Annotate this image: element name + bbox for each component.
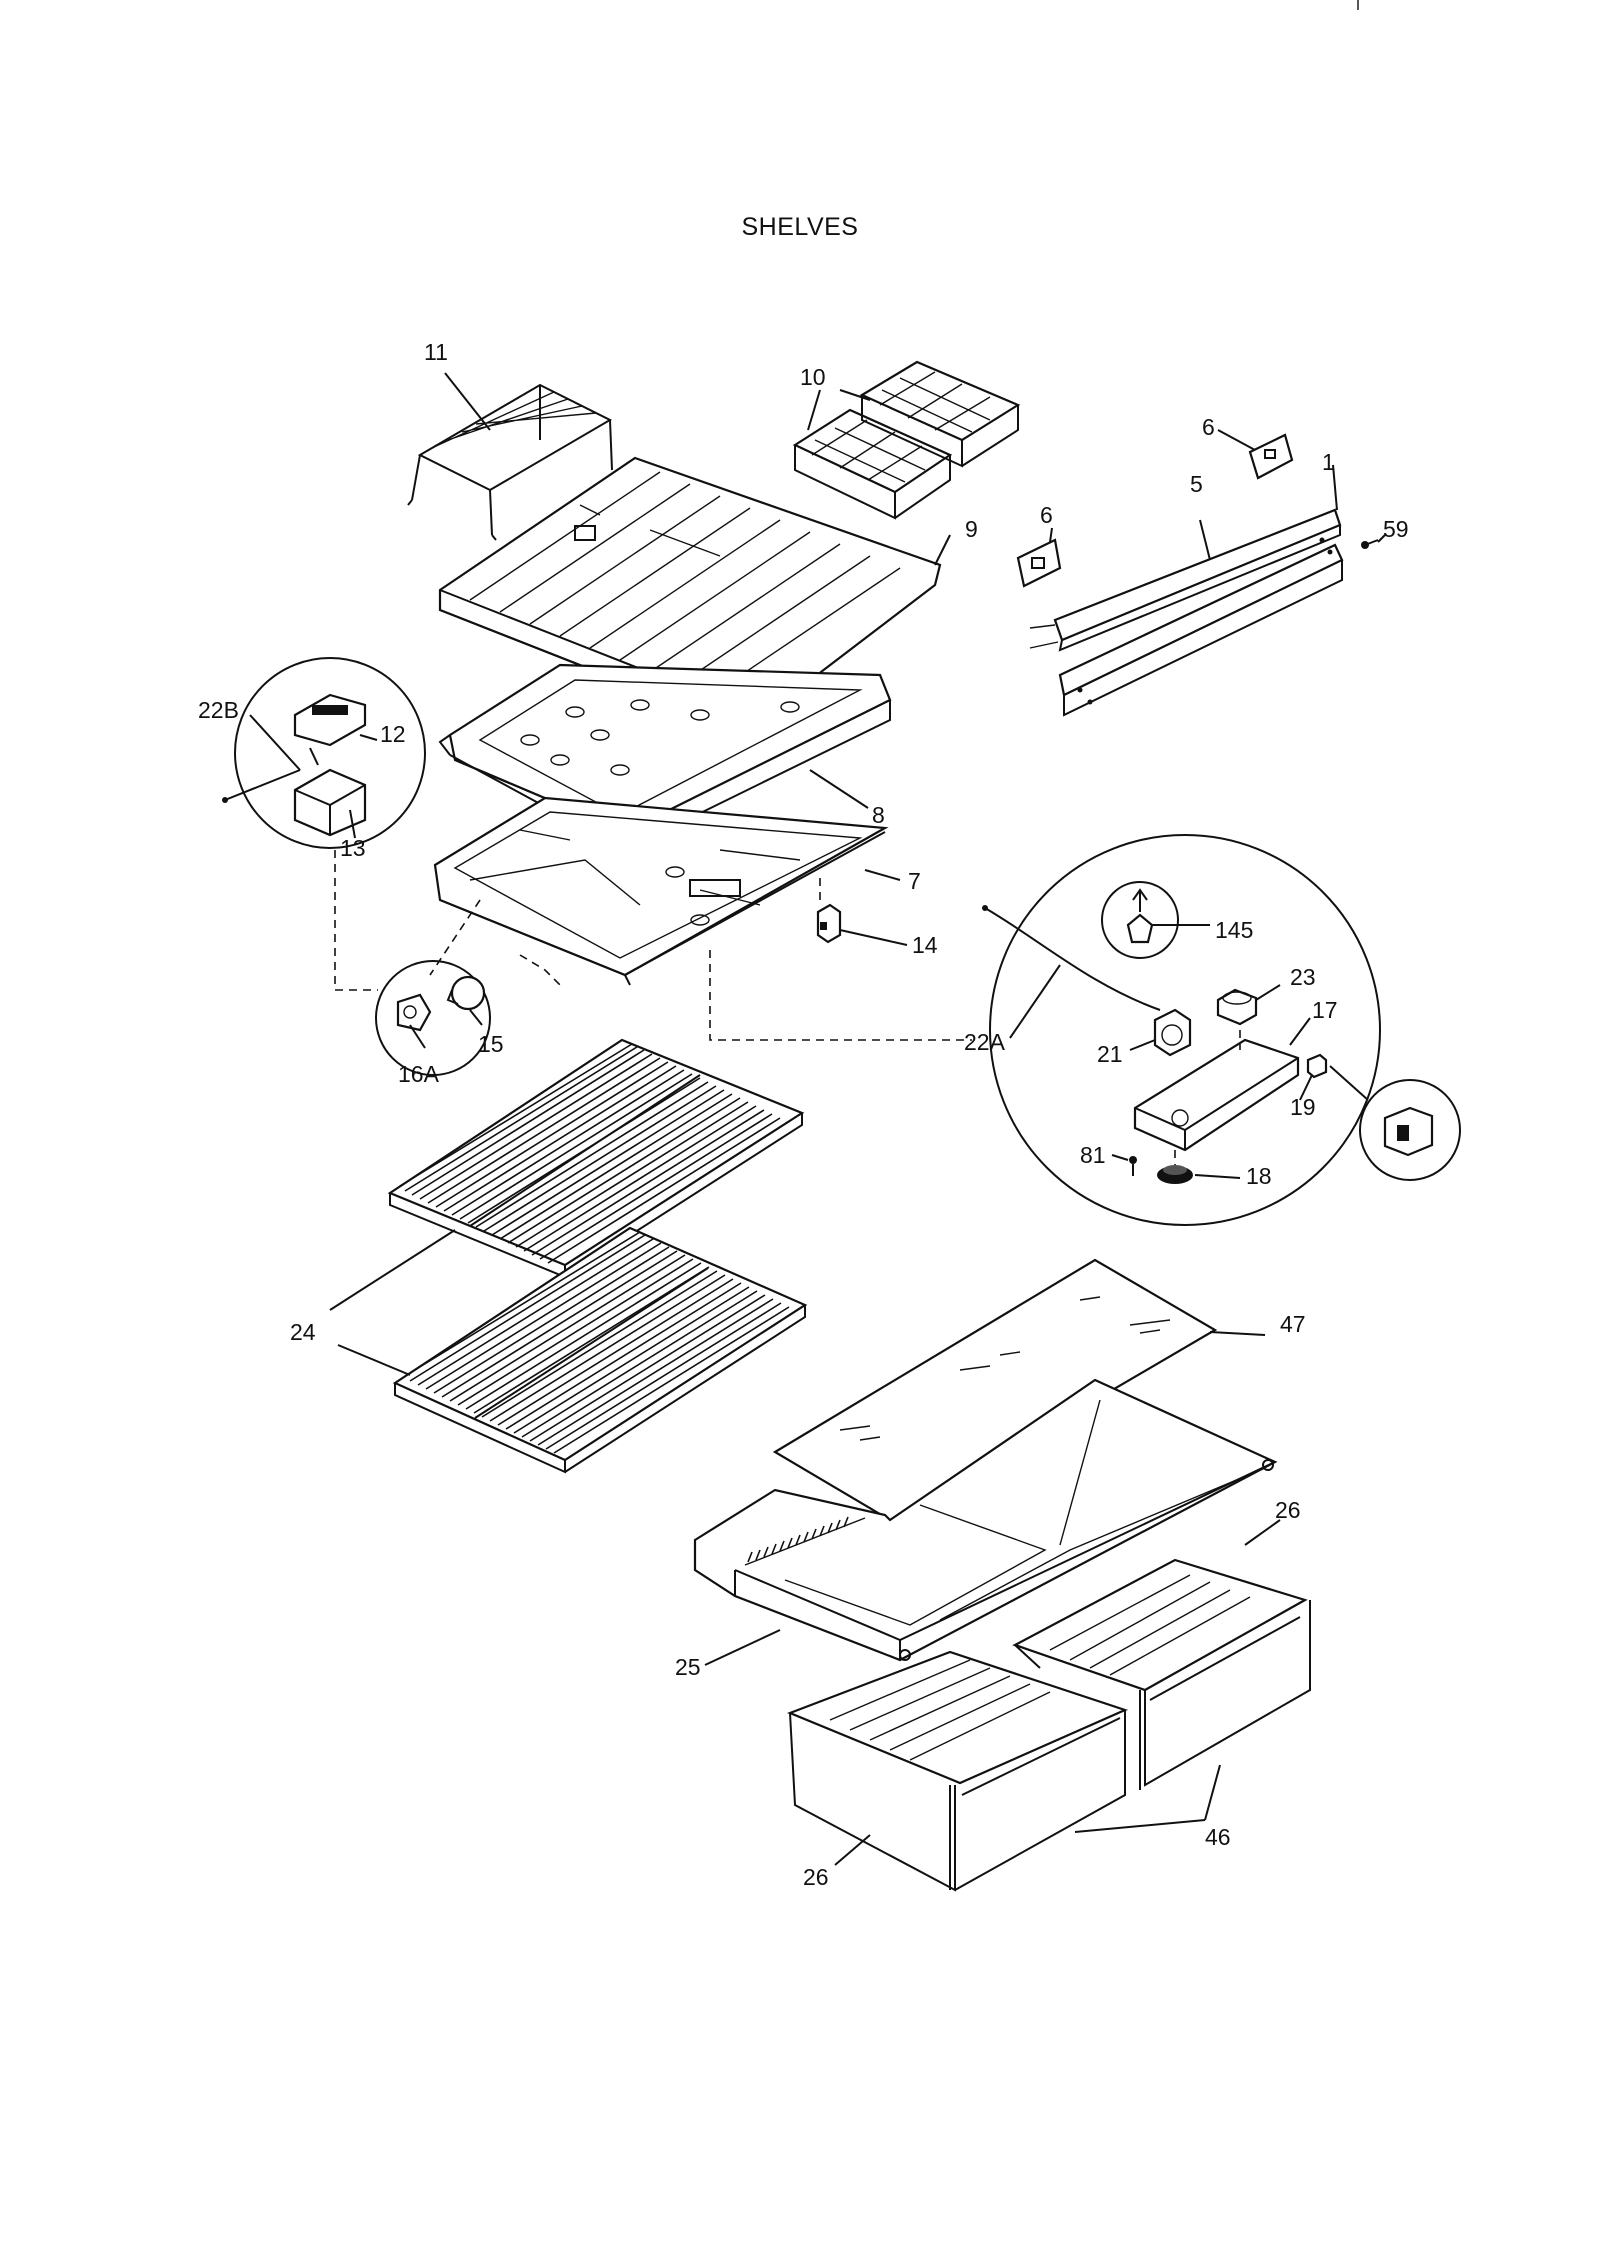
callout-23: 23 (1290, 964, 1316, 990)
callout-8: 8 (872, 802, 885, 828)
callout-46: 46 (1205, 1824, 1231, 1850)
crisper-drawer-right-part-26 (1012, 1558, 1311, 1790)
callout-10: 10 (800, 364, 826, 390)
bracket-part-6-right (1248, 433, 1294, 480)
callout-24: 24 (290, 1319, 316, 1345)
callout-21: 21 (1097, 1041, 1123, 1067)
callout-25: 25 (675, 1654, 701, 1680)
callout-15: 15 (478, 1031, 504, 1057)
callout-19: 19 (1290, 1094, 1316, 1120)
callout-9: 9 (965, 516, 978, 542)
switch-part-14 (816, 903, 842, 944)
callout-6-right: 6 (1202, 414, 1215, 440)
shelf-base-part-7 (433, 796, 889, 986)
callout-5: 5 (1190, 471, 1203, 497)
callout-11: 11 (424, 339, 448, 365)
callout-47: 47 (1280, 1311, 1306, 1337)
callout-26-left: 26 (803, 1864, 829, 1890)
callout-16A: 16A (398, 1061, 440, 1087)
crisper-drawer-left-part-26 (787, 1650, 1129, 1892)
callout-1: 1 (1322, 449, 1335, 475)
callout-59: 59 (1383, 516, 1409, 542)
wire-shelf-upper-part-24 (387, 1038, 805, 1279)
callout-22B: 22B (198, 697, 239, 723)
ice-trays-part-10 (792, 360, 1021, 520)
screw-part-59 (1361, 539, 1379, 549)
callout-14: 14 (912, 932, 938, 958)
wire-shelf-lower-part-24 (392, 1226, 808, 1474)
dashed-connector-left (334, 850, 378, 991)
callout-18: 18 (1246, 1163, 1272, 1189)
callout-26-right: 26 (1275, 1497, 1301, 1523)
page-title: SHELVES (741, 213, 859, 241)
callout-7: 7 (908, 868, 921, 894)
crisper-cover-part-25 (693, 1378, 1278, 1662)
detail-circle-switch (1329, 1065, 1461, 1181)
callout-6-left: 6 (1040, 502, 1053, 528)
bracket-part-6-left (1016, 538, 1062, 588)
glass-pane-part-47 (772, 1258, 1218, 1522)
dashed-connector-bulb (429, 899, 561, 986)
callout-17: 17 (1312, 997, 1338, 1023)
callout-81: 81 (1080, 1142, 1106, 1168)
detail-circle-22B-12-13 (222, 657, 426, 849)
detail-circle-15-16A (375, 960, 491, 1076)
rail-strip-part-5 (1029, 508, 1344, 717)
callout-12: 12 (380, 721, 406, 747)
callout-13: 13 (340, 835, 366, 861)
callout-22A: 22A (964, 1029, 1006, 1055)
shelf-frame-part-8 (438, 663, 892, 852)
detail-circle-fan-assembly (982, 834, 1381, 1226)
wire-rack-part-11 (407, 383, 613, 541)
leader-lines (249, 372, 1386, 1866)
dashed-connector-right (709, 950, 972, 1041)
callout-145: 145 (1215, 917, 1253, 943)
